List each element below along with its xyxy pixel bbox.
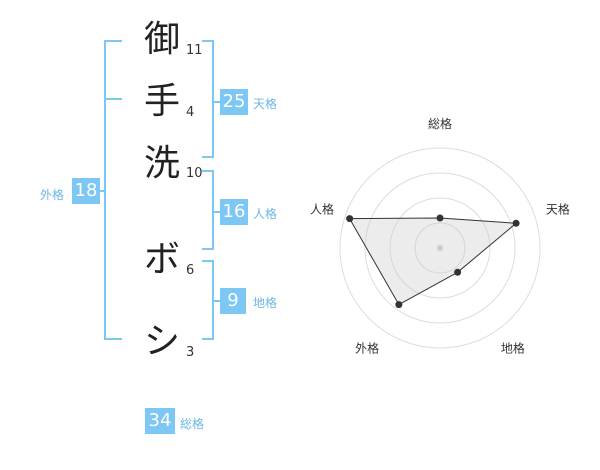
jinkaku-bracket-vertical [212,170,214,250]
chikaku-label: 地格 [253,296,278,310]
radar-point-4 [395,301,403,309]
jinkaku-badge: 16 [220,199,248,225]
radar-grid-ring-3 [364,172,516,324]
radar-series-area [348,217,518,306]
name-char-3: 洗 [143,143,180,184]
radar-point-3 [454,268,462,276]
radar-axis-label-1: 総格 [428,116,452,131]
radar-center-dot [437,245,443,251]
name-char-4: ボ [143,239,180,280]
tenkaku-bracket-vertical [212,40,214,158]
tenkaku-bracket-top [202,40,214,42]
chikaku-bracket-tick [212,300,220,302]
radar-axis-label-3: 地格 [501,340,525,355]
stroke-count-4: 6 [186,263,195,278]
gaikaku-badge: 18 [72,178,100,204]
tenkaku-bracket-tick [212,101,220,103]
gaikaku-label: 外格 [40,188,65,202]
radar-axis-label-5: 人格 [310,202,334,217]
radar-axis-label-2: 天格 [546,202,570,217]
radar-grid-ring-2 [389,197,491,299]
jinkaku-bracket-bottom [202,248,214,250]
radar-point-1 [436,214,444,222]
name-char-5: シ [143,321,180,362]
gaikaku-bracket-tick [100,190,106,192]
gaikaku-bracket-middle [104,98,122,100]
chikaku-bracket-bottom [202,338,214,340]
name-char-1: 御 [143,19,180,60]
tenkaku-bracket-bottom [202,156,214,158]
chikaku-bracket-top [202,260,214,262]
stroke-count-3: 10 [186,166,203,181]
name-char-2: 手 [143,81,180,122]
soukaku-label: 総格 [180,417,205,431]
soukaku-badge: 34 [145,408,175,434]
radar-grid-ring-1 [414,222,466,274]
jinkaku-label: 人格 [253,207,278,221]
gaikaku-bracket-top [104,40,122,42]
radar-axis-label-4: 外格 [355,340,379,355]
stroke-count-1: 11 [186,43,203,58]
tenkaku-badge: 25 [220,89,248,115]
radar-point-5 [346,215,354,223]
gaikaku-bracket-bottom [104,338,122,340]
chikaku-badge: 9 [220,288,246,314]
radar-grid-ring-4 [339,147,541,349]
tenkaku-label: 天格 [253,97,278,111]
stroke-count-2: 4 [186,105,195,120]
radar-point-2 [512,219,520,227]
jinkaku-bracket-top [202,170,214,172]
jinkaku-bracket-tick [212,211,220,213]
stroke-count-5: 3 [186,345,195,360]
